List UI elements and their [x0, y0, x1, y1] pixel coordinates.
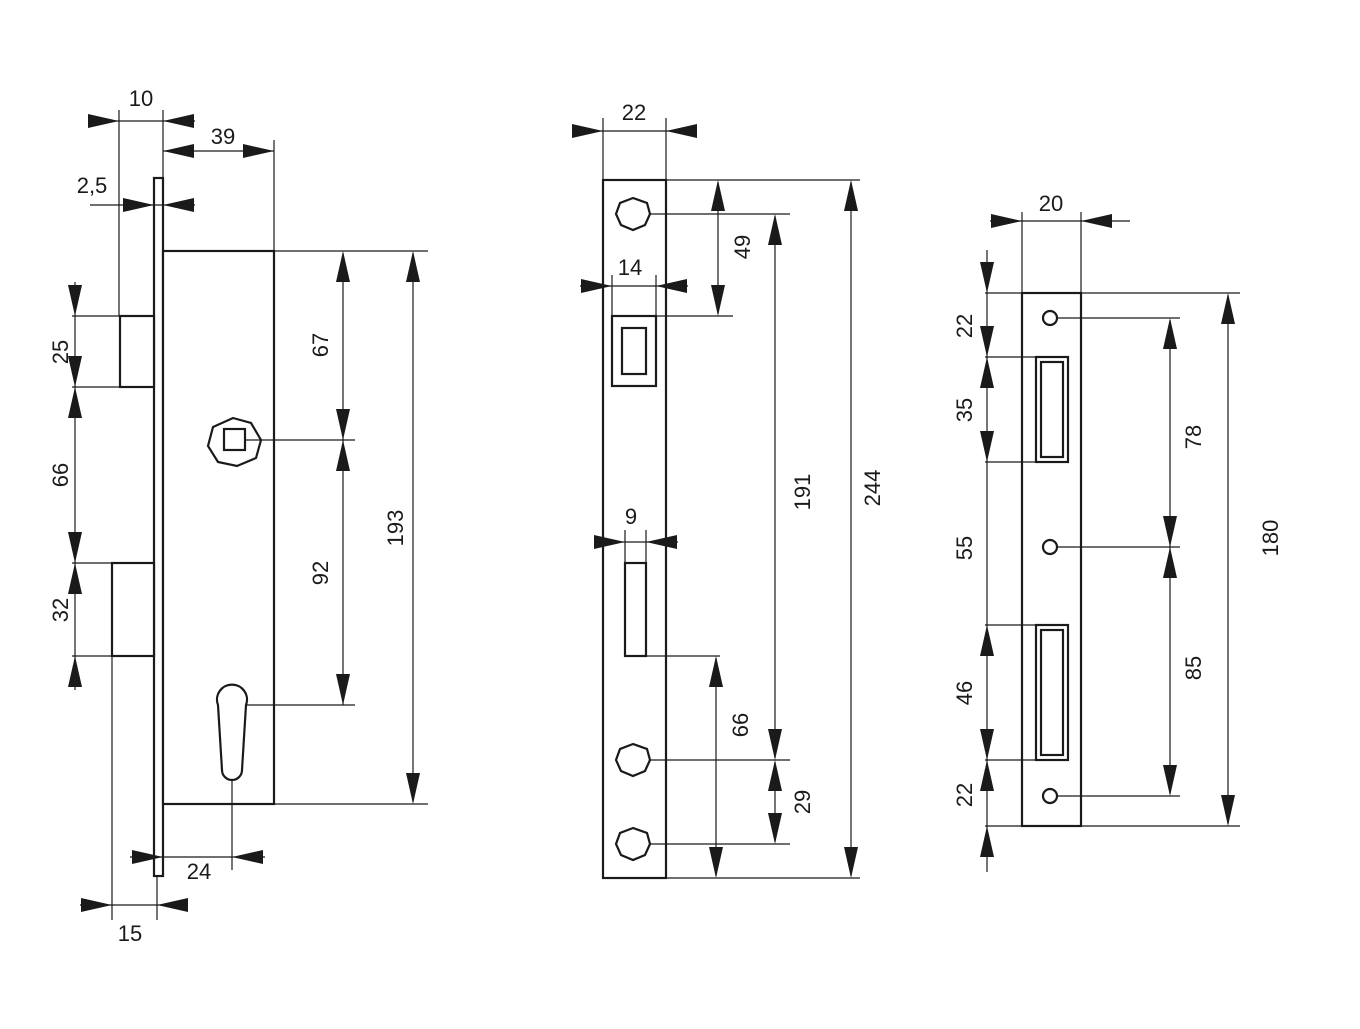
- dim-faceplate-width: 22: [622, 100, 646, 125]
- strike-dimension-labels: 20 22 35 55 46 22 78 85 180: [952, 191, 1283, 807]
- latch-opening: [610, 314, 658, 388]
- faceplate-top-hole: [614, 196, 652, 232]
- dim-latch-to-bolt: 66: [48, 463, 73, 487]
- dim-bottom-holes: 29: [790, 790, 815, 814]
- dim-lower-hole-spacing: 85: [1181, 656, 1206, 680]
- faceplate-bottom-hole: [614, 826, 652, 862]
- dim-faceplate-thickness: 2,5: [77, 173, 108, 198]
- dim-strike-top-margin: 22: [952, 314, 977, 338]
- lock-body-arrows: [68, 114, 420, 912]
- dim-strike-gap: 55: [952, 536, 977, 560]
- spindle-hub: [206, 416, 263, 468]
- dim-case-depth: 39: [211, 124, 235, 149]
- lock-body-dimension-labels: 10 39 2,5 25 66 32 67 92 193 24 15: [48, 86, 408, 946]
- dim-strike-width: 20: [1039, 191, 1063, 216]
- dim-hole-to-hole: 191: [790, 474, 815, 511]
- faceplate-drawing: 22 14 9 49 191 244 66 29: [572, 100, 885, 880]
- dim-backset-cylinder: 24: [187, 859, 211, 884]
- bolt-opening: [623, 561, 648, 658]
- dim-top-to-spindle: 67: [308, 333, 333, 357]
- dim-faceplate-offset: 10: [129, 86, 153, 111]
- dim-bolt-throw: 15: [118, 921, 142, 946]
- lock-body-drawing: 10 39 2,5 25 66 32 67 92 193 24 15: [48, 86, 428, 946]
- lock-faceplate-strip: [152, 176, 165, 878]
- strike-arrows: [980, 214, 1235, 857]
- strike-bottom-hole: [1041, 787, 1059, 805]
- faceplate-dimension-labels: 22 14 9 49 191 244 66 29: [618, 100, 885, 814]
- dim-faceplate-total-height: 244: [860, 470, 885, 507]
- dim-latch-opening-width: 14: [618, 255, 642, 280]
- faceplate-middle-hole: [614, 742, 652, 778]
- dead-bolt: [110, 561, 156, 658]
- strike-top-hole: [1041, 309, 1059, 327]
- dim-bolt-to-hole: 66: [728, 713, 753, 737]
- cylinder-cutout: [215, 683, 249, 782]
- strike-upper-opening: [1034, 355, 1070, 464]
- strike-middle-hole: [1041, 538, 1059, 556]
- dim-upper-hole-spacing: 78: [1181, 425, 1206, 449]
- strike-lower-opening: [1034, 623, 1070, 762]
- dim-strike-upper-opening: 35: [952, 398, 977, 422]
- dim-strike-bottom-margin: 22: [952, 783, 977, 807]
- dim-top-to-latch: 49: [730, 235, 755, 259]
- dim-strike-total-height: 180: [1258, 520, 1283, 557]
- dim-bolt-height: 32: [48, 598, 73, 622]
- dim-strike-lower-opening: 46: [952, 681, 977, 705]
- dim-latch-height: 25: [48, 340, 73, 364]
- latch-bolt: [118, 314, 156, 389]
- faceplate-arrows: [572, 124, 858, 878]
- dim-case-height: 193: [383, 510, 408, 547]
- dim-spindle-to-cylinder: 92: [308, 561, 333, 585]
- dim-bolt-opening-width: 9: [625, 504, 637, 529]
- strike-plate-drawing: 20 22 35 55 46 22 78 85 180: [952, 191, 1283, 872]
